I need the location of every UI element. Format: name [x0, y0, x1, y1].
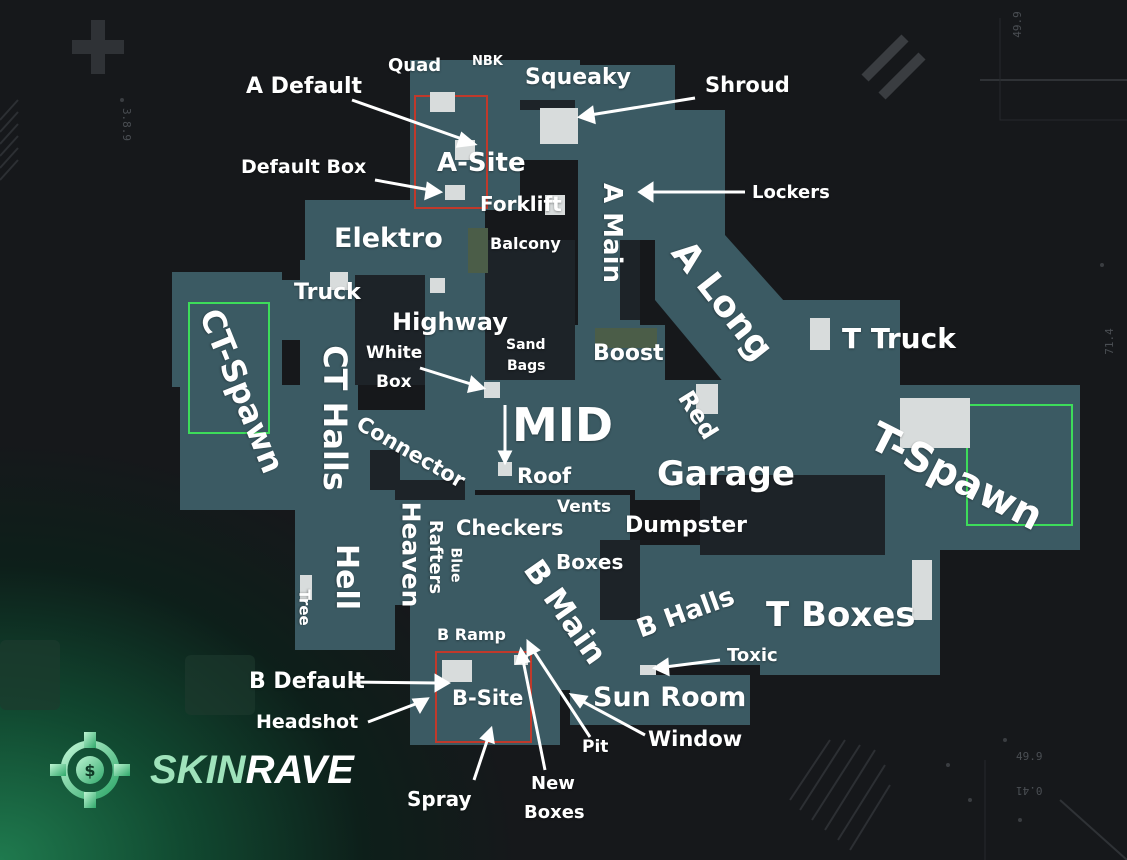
callout-nbk: NBK — [472, 54, 503, 69]
callout-new-boxes-line1: New — [531, 773, 575, 794]
callout-vents: Vents — [557, 497, 612, 517]
callout-squeaky: Squeaky — [525, 65, 631, 90]
callout-pit: Pit — [582, 737, 609, 757]
callout-toxic: Toxic — [727, 645, 778, 666]
brand-name-part1: SKIN — [150, 748, 246, 792]
callout-ct-halls: CT Halls — [315, 345, 354, 491]
callout-hell: Hell — [329, 543, 365, 611]
callout-lockers: Lockers — [752, 182, 830, 203]
callout-a-default: A Default — [246, 74, 363, 99]
callout-window: Window — [648, 727, 743, 751]
callout-dumpster: Dumpster — [625, 513, 747, 538]
callout-balcony: Balcony — [490, 234, 561, 253]
callout-checkers: Checkers — [456, 516, 564, 540]
callout-b-site: B-Site — [452, 686, 524, 710]
callout-highway: Highway — [392, 308, 508, 336]
callout-sun-room: Sun Room — [593, 682, 747, 713]
callout-blue: Blue — [447, 547, 464, 583]
callout-a-site: A-Site — [437, 148, 526, 178]
callout-t-truck: T Truck — [842, 322, 956, 355]
callout-white-box-line1: White — [366, 343, 423, 363]
callout-t-boxes: T Boxes — [766, 595, 916, 635]
callout-b-ramp: B Ramp — [437, 625, 507, 644]
callout-truck: Truck — [294, 280, 361, 305]
callout-rafters: Rafters — [425, 519, 447, 595]
svg-text:$: $ — [84, 761, 95, 780]
skinrave-crosshair-logo-icon: $ — [50, 732, 130, 808]
callout-a-main: A Main — [597, 182, 628, 284]
callout-mid: MID — [512, 398, 614, 452]
brand-name: SKINRAVE — [150, 748, 354, 793]
callout-default-box: Default Box — [241, 156, 367, 178]
brand-name-part2: RAVE — [245, 748, 354, 792]
callout-sand-bags-line1: Sand — [506, 337, 546, 353]
callout-elektro: Elektro — [334, 223, 443, 254]
callout-white-box-line2: Box — [376, 372, 412, 392]
callout-roof: Roof — [517, 464, 572, 488]
callout-forklift: Forklift — [480, 192, 562, 216]
callout-new-boxes-line2: Boxes — [524, 802, 585, 823]
callout-tree: Tree — [295, 589, 314, 626]
callout-garage: Garage — [657, 454, 795, 494]
callout-headshot: Headshot — [256, 711, 359, 733]
callout-quad: Quad — [388, 55, 442, 76]
decor-number: 49.9 — [1016, 750, 1043, 763]
callout-shroud: Shroud — [705, 73, 790, 97]
callout-spray: Spray — [407, 787, 472, 811]
callout-heaven: Heaven — [396, 501, 426, 608]
callout-boxes: Boxes — [556, 550, 624, 574]
callout-sand-bags-line2: Bags — [507, 358, 546, 374]
callout-b-default: B Default — [249, 669, 365, 694]
callout-boost: Boost — [593, 341, 664, 366]
